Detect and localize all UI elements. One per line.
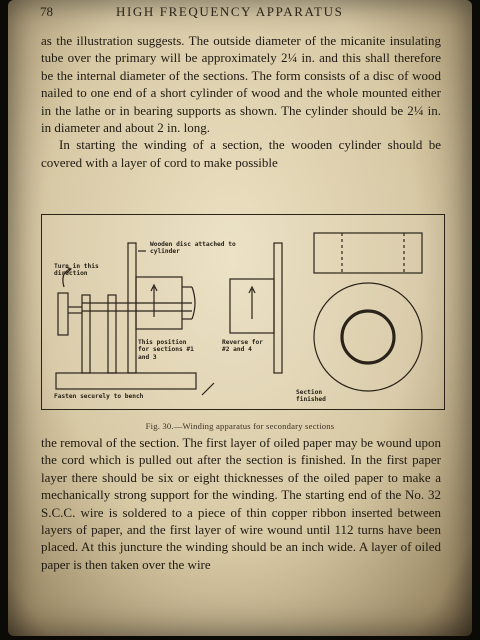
wooden-disc-left bbox=[127, 242, 137, 374]
finished-section-outer bbox=[313, 282, 423, 392]
cylinder-right bbox=[229, 278, 275, 334]
section-side-view bbox=[313, 232, 423, 274]
paragraph-continued: as the illustration suggests. The outsid… bbox=[41, 33, 441, 136]
body-text-bottom: the removal of the section. The first la… bbox=[41, 434, 441, 573]
paragraph-winding-start-text: In starting the winding of a section, th… bbox=[41, 137, 441, 170]
wooden-disc-right bbox=[273, 242, 283, 374]
crank-handle bbox=[57, 292, 69, 336]
cylinder-left bbox=[135, 276, 183, 330]
label-reverse: Reverse for #2 and 4 bbox=[222, 339, 263, 354]
page-number: 78 bbox=[40, 4, 53, 19]
body-text-top: as the illustration suggests. The outsid… bbox=[41, 32, 441, 171]
bearing-support-left bbox=[81, 294, 91, 374]
label-fasten-bench: Fasten securely to bench bbox=[54, 393, 144, 400]
bearing-support-right bbox=[107, 294, 117, 374]
label-turn-direction: Turn in this direction bbox=[54, 263, 99, 278]
book-page: 78 HIGH FREQUENCY APPARATUS as the illus… bbox=[8, 0, 472, 636]
running-title: HIGH FREQUENCY APPARATUS bbox=[116, 4, 344, 19]
paragraph-removal: the removal of the section. The first la… bbox=[41, 435, 441, 572]
paragraph-winding-start: In starting the winding of a section, th… bbox=[41, 136, 441, 171]
running-header: 78 HIGH FREQUENCY APPARATUS bbox=[38, 4, 432, 20]
figure-caption: Fig. 30.—Winding apparatus for secondary… bbox=[145, 421, 335, 431]
bench-base bbox=[55, 372, 197, 390]
figure-winding-apparatus: Wooden disc attached to cylinder Turn in… bbox=[41, 214, 445, 410]
finished-section-inner bbox=[340, 309, 396, 365]
label-wooden-disc: Wooden disc attached to cylinder bbox=[150, 241, 236, 256]
label-section-finished: Section finished bbox=[296, 389, 326, 404]
label-this-position: This position for sections #1 and 3 bbox=[138, 339, 194, 361]
apparatus-drawing bbox=[55, 232, 423, 396]
